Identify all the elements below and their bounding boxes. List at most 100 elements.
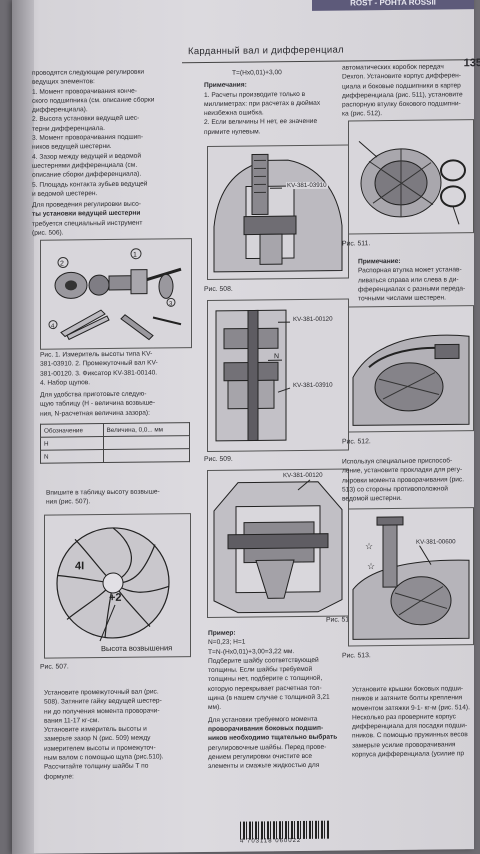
caption-line: 4. Набор щупов. [40, 379, 91, 387]
text-line: Впишите в таблицу высоту возвыше- [46, 488, 160, 497]
left-column: проводятся следующие регулировки ведущих… [32, 68, 190, 239]
figure-label-4i: 4I [75, 560, 84, 572]
figure-509: N KV-381-00120 KV-381-03910 [207, 298, 349, 452]
figure-506-caption: Рис. 1. Измеритель высоты типа KV- 381-0… [40, 350, 195, 389]
text-line: ведомой шестерни. [342, 495, 402, 503]
tool-paragraph: Для проведения регулировки высо- ты уста… [32, 200, 190, 238]
text-line: замерьте усилие проворачивания [352, 741, 456, 750]
top-strip: ROST - POHTA ROSSII [312, 0, 474, 11]
text-line: Установите промежуточный вал (рис. [44, 688, 159, 697]
caption-line: 381-00120. 3. Фиксатор KV-381-00140. [40, 369, 158, 378]
example-line: N=0,23; H=1 [208, 638, 246, 647]
text-line: регулировочные шайбы. Перед прове- [208, 743, 327, 752]
figure-label-height: Высота возвышения [101, 643, 172, 653]
notes-title: Примечания: [204, 81, 247, 90]
text-line: ников ведущей шестерни. [32, 143, 112, 152]
text-line: 5. Площадь контакта зубьев ведущей [32, 180, 148, 189]
gap-measurement-illustration: N [215, 309, 291, 442]
text-line: формуле: [44, 773, 74, 781]
text-line: щую таблицу (H - величина возвыше- [40, 399, 156, 409]
note-line: неизбежна ошибка. [204, 109, 264, 118]
text-line: пников и затяните болты крепления [352, 694, 463, 703]
tool-code-label: KV-381-00600 [415, 538, 457, 546]
text-line: ка (рис. 512). [342, 110, 383, 119]
text-line: лировки момента проворачивания (рис. [342, 475, 465, 485]
text-line: вания 11-17 кг-см. [44, 716, 100, 725]
formula: T=(Hx0,01)+3,00 [232, 69, 282, 77]
measurement-table: Обозначение Величина, 0,0... мм H N [40, 422, 190, 464]
figure-506: 2 1 3 4 [40, 238, 192, 350]
text-line: измерителем высоты и промежуточ- [44, 744, 156, 753]
table-cell-n: N [40, 449, 104, 464]
text-line: Установите крышки боковых подши- [352, 685, 464, 694]
left-bottom-text: Установите промежуточный вал (рис. 508).… [44, 688, 199, 783]
figure-512 [348, 305, 474, 433]
text-line: замерьте зазор N (рис. 509) между [44, 735, 151, 744]
text-line: элементы и смажьте жидкостью для [208, 761, 320, 771]
example-line: мм). [208, 704, 222, 712]
page-header: Карданный вал и дифференциал 135 [182, 41, 480, 69]
text-line: ным валом с помощью щупа (рис.510). [44, 753, 164, 762]
text-line-bold: ты установки ведущей шестерни [32, 210, 141, 219]
page-title: Карданный вал и дифференциал [188, 44, 344, 58]
text-line: 4. Зазор между ведущей и ведомой [32, 152, 142, 161]
figure-508: KV-381-03910 [207, 144, 349, 280]
text-line: корпуса дифференциала (усилие пр [352, 750, 465, 759]
feeler-gauge-illustration [213, 479, 343, 614]
text-line: циала и боковые подшипники в картер [342, 81, 461, 91]
figure-507: 4I +2 Высота возвышения [44, 513, 191, 659]
tool-code-label: KV-381-00120 [292, 315, 334, 324]
text-line: Для установки требуемого момента [208, 715, 318, 724]
svg-text:N: N [274, 353, 279, 360]
example-line: T=N-(Hx0,01)+3,00=3,22 мм. [208, 647, 295, 656]
table-header-designation: Обозначение [40, 423, 104, 438]
text-line: и ведомой шестерен. [32, 189, 98, 198]
pinion-gear-illustration: 4I +2 Высота возвышения [56, 527, 172, 653]
figure-label-plus2: +2 [109, 592, 122, 604]
text-line: терни дифференциала. [32, 124, 105, 133]
svg-text:☆: ☆ [365, 541, 373, 551]
left-intro: проводятся следующие регулировки ведущих… [32, 68, 190, 199]
figure-509-caption: Рис. 509. [204, 455, 233, 463]
text-line: Используя специальное приспособ- [342, 457, 453, 466]
text-line: 1. Момент проворачивания конче- [32, 87, 137, 96]
text-line: требуется специальный инструмент [32, 219, 143, 228]
text-line: Несколько раз проверните корпус [352, 713, 456, 722]
text-line: пников. С помощью пружинных весов [352, 731, 468, 740]
note-line: миллиметрах: при расчетах в дюймах [204, 99, 321, 108]
svg-text:☆: ☆ [367, 561, 375, 571]
text-line: распорную втулку бокового подшипни- [342, 100, 461, 109]
svg-text:1: 1 [133, 252, 137, 259]
book-spine [12, 0, 34, 854]
caption-line: Рис. 1. Измеритель высоты типа KV- [40, 350, 153, 359]
svg-text:3: 3 [169, 301, 173, 307]
barcode [240, 820, 330, 840]
note-line: 2. Если величины H нет, ее значение [204, 118, 318, 127]
table-cell-h: H [40, 436, 104, 451]
text-line: 508). Затяните гайку ведущей шестер- [44, 697, 162, 706]
svg-text:2: 2 [60, 260, 64, 267]
text-line: ния (рис. 507). [46, 498, 91, 506]
right-bottom-text: Установите крышки боковых подши- пников … [352, 685, 478, 761]
text-line: автоматических коробок передач [342, 63, 444, 72]
middle-column-top: T=(Hx0,01)+3,00 Примечания: 1. Расчеты п… [204, 68, 352, 138]
text-line: ния, N-расчетная величина зазора): [40, 409, 150, 418]
example-line: Подберите шайбу соответствующей [208, 656, 319, 665]
text-line: моментом затяжки 9-1- кг-м (рис. 514). [352, 703, 470, 713]
svg-text:4: 4 [51, 324, 55, 330]
text-line: 2. Высота установки ведущей шес- [32, 115, 140, 124]
text-line: дифференциала для посадки подши- [352, 722, 468, 731]
example-title: Пример: [208, 629, 236, 637]
caption-line: 381-03910. 2. Промежуточный вал KV- [40, 359, 158, 369]
right-mid-text: Используя специальное приспособ- ление, … [342, 457, 474, 505]
table-intro: Для удобства приготовьте следую- щую таб… [40, 390, 195, 420]
note-line: фференциалах с разными переда- [358, 285, 466, 294]
right-note: Примечание: Распорная втулка может устан… [358, 257, 478, 305]
note-line: Распорная втулка может устанав- [358, 266, 462, 275]
example-line: толщины нет, подберите с толщиной, [208, 675, 323, 684]
table-header-value: Величина, 0,0... мм [103, 422, 190, 437]
example-line: толщины. Если шайбы требуемой [208, 666, 313, 675]
text-line-bold: ников необходимо тщательно выбрать [208, 733, 338, 743]
barcode-number: 4 703118 060022 [240, 837, 302, 845]
note-title: Примечание: [358, 257, 401, 266]
